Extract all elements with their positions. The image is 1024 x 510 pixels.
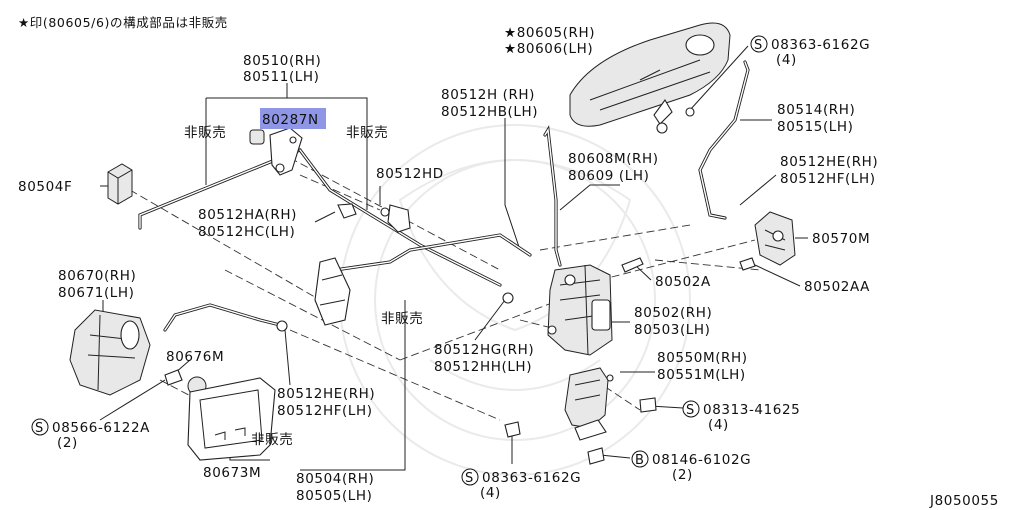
labels-80512hg: 80512HG(RH) 80512HH(LH): [434, 342, 534, 375]
labels-80608: 80608M(RH) 80609 (LH): [568, 151, 659, 184]
label-80609-lh: 80609 (LH): [568, 168, 649, 184]
label-08313: 08313-41625: [703, 402, 800, 418]
label-80502a: 80502A: [655, 274, 711, 290]
clip-80512ha: [337, 203, 357, 219]
label-80511-lh: 80511(LH): [243, 69, 320, 85]
bracket-80512he-mid: [276, 257, 514, 332]
label-80505-lh: 80505(LH): [296, 488, 373, 504]
labels-08363-bottom: S 08363-6162G (4): [461, 468, 581, 501]
label-80512he-top-rh: 80512HE(RH): [780, 154, 878, 170]
escutcheon-80673m: [187, 377, 276, 461]
label-nfs-right: 非販売: [346, 125, 388, 141]
highlight-80287n: [260, 108, 326, 129]
leader-lines: [99, 45, 808, 471]
labels-80512h: 80512H (RH) 80512HB(LH): [441, 87, 538, 120]
label-08313-qty: (4): [708, 417, 729, 433]
label-80512he-mid-rh: 80512HE(RH): [277, 386, 375, 402]
diagram-code: J8050055: [929, 493, 999, 509]
label-80512hd: 80512HD: [376, 166, 444, 182]
label-80502-rh: 80502(RH): [634, 305, 712, 321]
label-08363-bottom-qty: (4): [480, 485, 501, 501]
label-80605-rh: ★80605(RH): [504, 25, 595, 41]
label-08146-qty: (2): [672, 467, 693, 483]
labels-80512he-top: 80512HE(RH) 80512HF(LH): [780, 154, 878, 187]
door-lock-80502: [547, 264, 613, 356]
label-80514-rh: 80514(RH): [777, 102, 855, 118]
label-80504-rh: 80504(RH): [296, 471, 374, 487]
label-80512hb-lh: 80512HB(LH): [441, 104, 538, 120]
label-08566: 08566-6122A: [52, 420, 150, 436]
label-80512hf-top-lh: 80512HF(LH): [780, 171, 876, 187]
labels-80504: 80504(RH) 80505(LH): [296, 471, 374, 504]
label-80512hf-mid-lh: 80512HF(LH): [277, 403, 373, 419]
label-08566-qty: (2): [57, 435, 78, 451]
label-80512h-rh: 80512H (RH): [441, 87, 535, 103]
screws-80502: [621, 257, 756, 273]
label-s-prefix-bottom: S: [465, 471, 474, 486]
label-s-prefix-top: S: [754, 38, 763, 53]
clip-80512hd: [380, 204, 411, 233]
screw-top: [685, 107, 695, 117]
label-80608m-rh: 80608M(RH): [568, 151, 659, 167]
label-s-prefix-08566: S: [35, 421, 44, 436]
label-80606-lh: ★80606(LH): [504, 41, 593, 57]
label-80670-rh: 80670(RH): [58, 268, 136, 284]
labels-80550: 80550M(RH) 80551M(LH): [657, 350, 748, 383]
label-80673m: 80673M: [203, 465, 261, 481]
bracket-80504f: [107, 163, 133, 205]
label-80502aa: 80502AA: [804, 279, 870, 295]
label-08363-top-qty: (4): [776, 52, 797, 68]
inside-handle-80670: [69, 309, 151, 396]
labels-08146: B 08146-6102G (2): [631, 450, 751, 483]
label-80671-lh: 80671(LH): [58, 285, 135, 301]
label-80551m-lh: 80551M(LH): [657, 367, 746, 383]
label-08363-bottom: 08363-6162G: [482, 470, 581, 486]
labels-80512he-mid: 80512HE(RH) 80512HF(LH): [277, 386, 375, 419]
label-08363-top: 08363-6162G: [771, 37, 870, 53]
label-b-prefix-08146: B: [635, 453, 645, 468]
label-80503-lh: 80503(LH): [634, 322, 711, 338]
labels-80512ha: 80512HA(RH) 80512HC(LH): [198, 207, 297, 240]
labels-80510: 80510(RH) 80511(LH): [243, 53, 321, 85]
label-80287n: 80287N: [262, 112, 319, 128]
labels-80514: 80514(RH) 80515(LH): [777, 102, 855, 135]
outside-handle-80605: [569, 22, 731, 134]
label-80512ha-rh: 80512HA(RH): [198, 207, 297, 223]
label-80504f: 80504F: [18, 179, 72, 195]
label-80550m-rh: 80550M(RH): [657, 350, 748, 366]
label-80515-lh: 80515(LH): [777, 119, 854, 135]
label-80570m: 80570M: [812, 231, 870, 247]
label-nfs-bottom: 非販売: [251, 432, 293, 448]
label-80676m: 80676M: [166, 349, 224, 365]
bolts: [164, 369, 657, 465]
label-80512hh-lh: 80512HH(LH): [434, 359, 532, 375]
label-nfs-left: 非販売: [184, 125, 226, 141]
labels-80670: 80670(RH) 80671(LH): [58, 268, 136, 301]
label-80512hc-lh: 80512HC(LH): [198, 224, 295, 240]
label-80512hg-rh: 80512HG(RH): [434, 342, 534, 358]
label-nfs-middle: 非販売: [381, 311, 423, 327]
lock-knob-lever: [249, 127, 303, 176]
not-for-sale-note: ★印(80605/6)の構成部品は非販売: [18, 15, 228, 30]
label-s-prefix-08313: S: [686, 403, 695, 418]
label-80510-rh: 80510(RH): [243, 53, 321, 69]
actuator-80550m: [564, 367, 614, 441]
labels-08313: S 08313-41625 (4): [682, 400, 800, 433]
labels-08566: S 08566-6122A (2): [31, 418, 150, 451]
labels-80502-rh: 80502(RH) 80503(LH): [634, 305, 712, 338]
striker-80570m: [754, 211, 796, 266]
labels-80605: ★80605(RH) ★80606(LH): [504, 25, 595, 57]
label-08146: 08146-6102G: [652, 452, 751, 468]
labels-08363-top: S 08363-6162G (4): [750, 35, 870, 68]
